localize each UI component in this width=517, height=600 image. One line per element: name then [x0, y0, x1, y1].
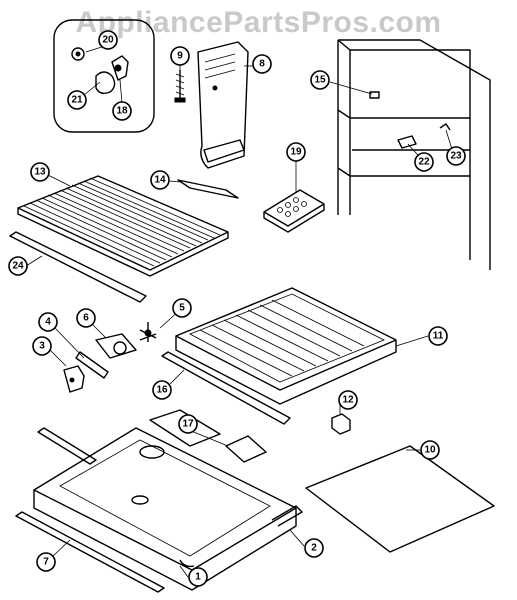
svg-text:4: 4 — [45, 317, 51, 328]
callout-11: 11 — [428, 326, 448, 346]
callout-9: 9 — [170, 46, 190, 66]
callout-13: 13 — [30, 162, 50, 182]
svg-text:15: 15 — [314, 75, 326, 86]
part-8-panel — [197, 41, 249, 169]
part-14-handle — [177, 179, 239, 199]
callout-7: 7 — [36, 552, 56, 572]
part-12-clip — [331, 413, 351, 435]
svg-text:5: 5 — [179, 303, 185, 314]
svg-text:11: 11 — [433, 331, 444, 342]
callout-23: 23 — [446, 146, 466, 166]
svg-text:19: 19 — [290, 147, 302, 158]
callout-22: 22 — [414, 152, 434, 172]
svg-text:14: 14 — [154, 175, 166, 186]
part-13-wire-shelf — [17, 175, 229, 277]
bottom-pan-assembly — [33, 409, 303, 591]
svg-text:24: 24 — [12, 261, 24, 272]
svg-text:18: 18 — [116, 106, 128, 117]
part-17-bracket — [225, 435, 267, 463]
svg-text:17: 17 — [182, 419, 194, 430]
part-9-screw — [174, 70, 186, 103]
callout-1: 1 — [188, 567, 208, 587]
callout-12: 12 — [338, 390, 358, 410]
part-19-tray — [263, 189, 325, 233]
part-7-strip — [15, 511, 165, 593]
svg-text:10: 10 — [424, 445, 436, 456]
svg-text:7: 7 — [43, 557, 49, 568]
svg-text:21: 21 — [71, 95, 83, 106]
watermark: AppliancePartsPros.com — [75, 6, 442, 39]
callout-3: 3 — [32, 336, 52, 356]
svg-text:8: 8 — [259, 59, 265, 70]
cabinet-section — [337, 39, 491, 270]
svg-text:2: 2 — [311, 543, 317, 554]
callout-19: 19 — [286, 142, 306, 162]
svg-text:12: 12 — [342, 395, 354, 406]
part-16-strip — [161, 351, 291, 425]
part-11-drawer — [175, 287, 397, 405]
callout-6: 6 — [76, 308, 96, 328]
svg-text:20: 20 — [102, 35, 114, 46]
svg-text:9: 9 — [177, 51, 183, 62]
svg-text:23: 23 — [450, 151, 462, 162]
svg-text:16: 16 — [156, 385, 168, 396]
callout-14: 14 — [150, 170, 170, 190]
inset-detail-box — [53, 19, 155, 133]
callout-20: 20 — [98, 30, 118, 50]
part-10-plate — [305, 445, 495, 553]
callout-5: 5 — [172, 298, 192, 318]
callout-4: 4 — [38, 312, 58, 332]
svg-text:6: 6 — [83, 313, 89, 324]
svg-text:22: 22 — [418, 157, 430, 168]
callout-8: 8 — [252, 54, 272, 74]
callout-16: 16 — [152, 380, 172, 400]
callout-18: 18 — [112, 101, 132, 121]
svg-text:13: 13 — [34, 167, 46, 178]
callout-2: 2 — [304, 538, 324, 558]
callout-24: 24 — [8, 256, 28, 276]
left-side-strip — [37, 427, 97, 465]
callout-21: 21 — [67, 90, 87, 110]
callout-17: 17 — [178, 414, 198, 434]
svg-text:1: 1 — [195, 572, 201, 583]
svg-text:3: 3 — [39, 341, 45, 352]
part-24-rail — [9, 231, 147, 303]
callout-10: 10 — [420, 440, 440, 460]
parts-3-4-6-5-small — [63, 322, 157, 393]
callout-15: 15 — [310, 70, 330, 90]
